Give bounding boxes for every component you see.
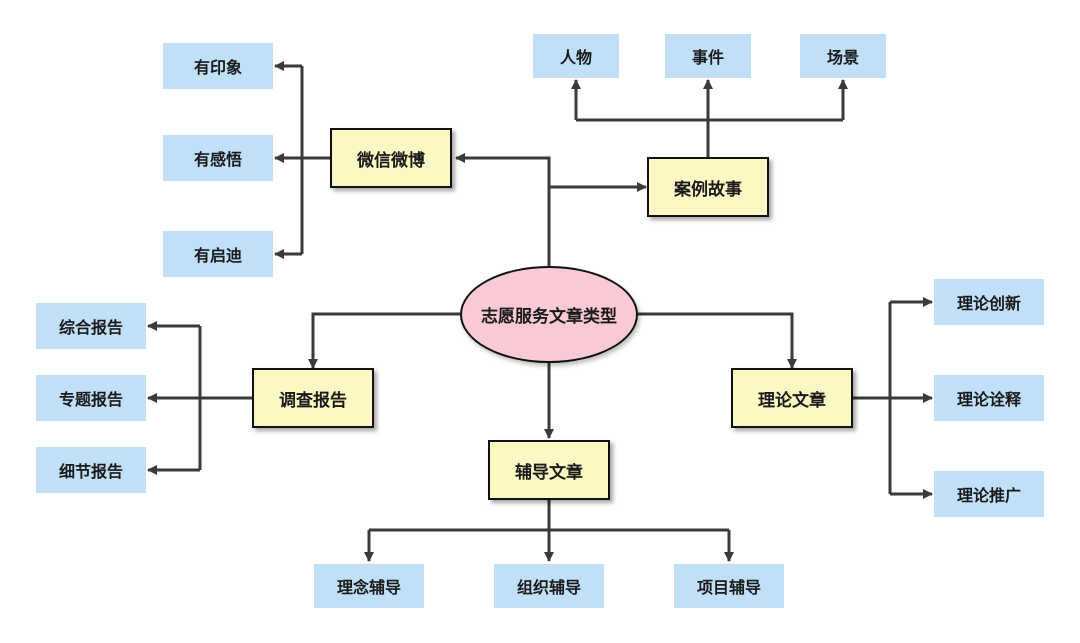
center-node: 志愿服务文章类型 xyxy=(460,266,638,363)
leaf-linian: 理念辅导 xyxy=(314,564,424,608)
leaf-zuzhi: 组织辅导 xyxy=(494,564,604,608)
connector-to-diaocha xyxy=(308,312,460,369)
leaf-youqidi: 有启迪 xyxy=(163,231,273,277)
connector-to-weixin xyxy=(455,153,551,187)
leaf-tuiguang: 理论推广 xyxy=(934,471,1044,517)
category-weixin: 微信微博 xyxy=(330,128,452,188)
leaf-yougan: 有感悟 xyxy=(163,135,273,181)
category-diaocha: 调查报告 xyxy=(252,368,374,428)
leaf-chuangxin: 理论创新 xyxy=(934,279,1044,325)
leaf-youyinxiang: 有印象 xyxy=(163,43,273,89)
leaf-shijian: 事件 xyxy=(665,34,751,78)
leaf-changjing: 场景 xyxy=(800,34,886,78)
leaf-xiangmu: 项目辅导 xyxy=(674,564,784,608)
leaf-zonghe: 综合报告 xyxy=(36,303,146,349)
leaf-renwu: 人物 xyxy=(533,34,619,78)
category-anli: 案例故事 xyxy=(647,157,769,217)
category-fudao: 辅导文章 xyxy=(488,440,610,500)
leaf-quanshi: 理论诠释 xyxy=(934,375,1044,421)
category-lilun: 理论文章 xyxy=(731,368,853,428)
connector-to-lilun xyxy=(638,312,797,369)
leaf-xijie: 细节报告 xyxy=(36,447,146,493)
leaf-zhuanti: 专题报告 xyxy=(36,375,146,421)
